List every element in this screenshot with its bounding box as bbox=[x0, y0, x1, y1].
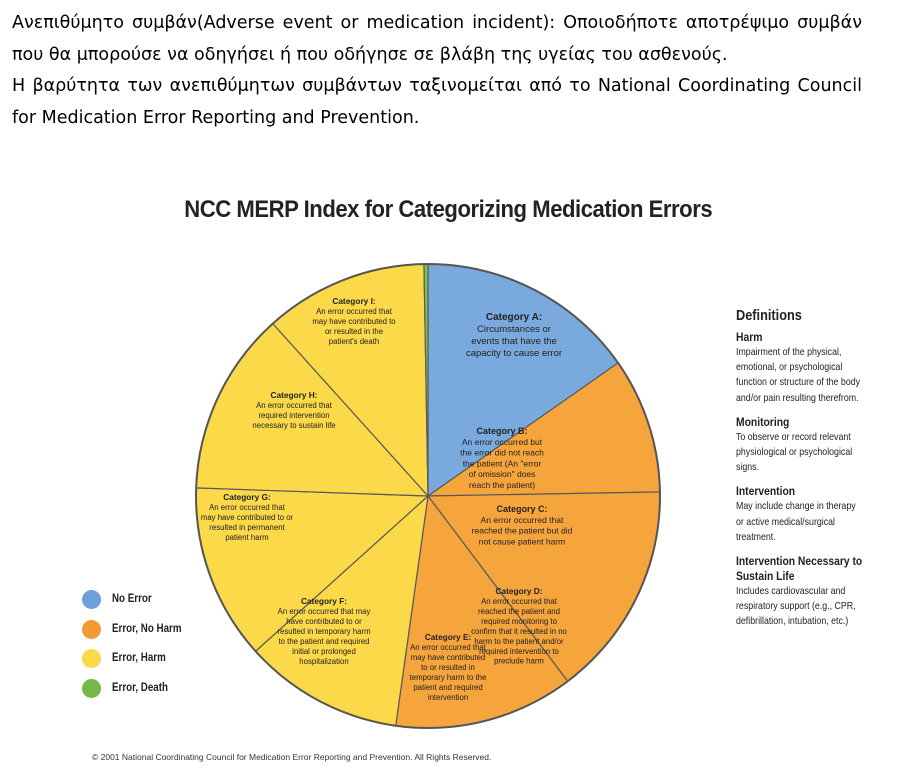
definition-intervention-sustain-life: Intervention Necessary to Sustain Life I… bbox=[736, 554, 866, 630]
definition-term: Monitoring bbox=[736, 414, 790, 429]
category-description-line: have contributed to or bbox=[286, 617, 362, 626]
definition-text: Includes cardiovascular and respiratory … bbox=[736, 585, 856, 628]
category-title: Category G: bbox=[223, 492, 270, 502]
category-title: Category E: bbox=[425, 632, 472, 642]
category-description-line: preclude harm bbox=[494, 657, 544, 666]
category-description-line: An error occurred that bbox=[481, 597, 558, 606]
category-description-line: may have contributed bbox=[411, 653, 486, 662]
category-description-line: reached the patient and bbox=[478, 607, 560, 616]
category-description-line: An error occurred but bbox=[462, 437, 543, 447]
intro-paragraph-2: Η βαρύτητα των ανεπιθύμητων συμβάντων τα… bbox=[12, 76, 862, 128]
category-description-line: not cause patient harm bbox=[479, 536, 565, 546]
category-description-line: intervention bbox=[428, 693, 468, 702]
category-description-line: capacity to cause error bbox=[466, 348, 562, 359]
legend-label: Error, No Harm bbox=[112, 622, 182, 635]
category-description-line: may have contributed to or bbox=[201, 513, 294, 522]
definition-monitoring: Monitoring To observe or record relevant… bbox=[736, 415, 866, 476]
category-description-line: An error occurred that bbox=[481, 515, 564, 525]
category-description-line: resulted in permanent bbox=[209, 523, 285, 532]
category-description-line: to the patient and required bbox=[278, 637, 369, 646]
definition-harm: Harm Impairment of the physical, emotion… bbox=[736, 330, 866, 406]
definitions-heading: Definitions bbox=[736, 307, 802, 324]
legend-label: Error, Harm bbox=[112, 652, 166, 664]
legend-swatch bbox=[82, 649, 101, 668]
category-description-line: or resulted in the bbox=[325, 327, 383, 336]
wheel-outline bbox=[195, 263, 661, 729]
category-description-line: events that have the bbox=[471, 336, 557, 347]
category-description-line: Circumstances or bbox=[477, 324, 551, 335]
category-title: Category C: bbox=[496, 504, 547, 514]
category-description-line: the patient (An "error bbox=[463, 458, 542, 468]
category-description-line: confirm that it resulted in no bbox=[471, 627, 567, 636]
category-description-line: hospitalization bbox=[299, 657, 348, 666]
category-description-line: reach the patient) bbox=[469, 480, 535, 490]
category-description-line: to or resulted in bbox=[421, 663, 475, 672]
category-title: Category B: bbox=[476, 426, 527, 436]
definition-text: Impairment of the physical, emotional, o… bbox=[736, 346, 861, 404]
definition-text: To observe or record relevant physiologi… bbox=[736, 430, 853, 474]
category-title: Category D: bbox=[495, 586, 542, 596]
diagram-title: NCC MERP Index for Categorizing Medicati… bbox=[184, 196, 713, 223]
category-description-line: An error occurred that bbox=[209, 503, 286, 512]
definition-text: May include change in therapy or active … bbox=[736, 500, 856, 543]
category-description-line: An error occurred that bbox=[256, 401, 333, 410]
legend-swatch bbox=[82, 590, 101, 609]
definitions-panel: Definitions Harm Impairment of the physi… bbox=[736, 307, 866, 639]
intro-paragraph-1: Ανεπιθύμητο συμβάν(Adverse event or medi… bbox=[12, 13, 862, 65]
legend-swatch bbox=[82, 678, 101, 698]
category-description-line: reached the patient but did bbox=[472, 526, 573, 536]
category-description-line: required intervention bbox=[258, 411, 329, 420]
category-title: Category I: bbox=[332, 296, 375, 306]
definition-term: Intervention Necessary to Sustain Life bbox=[736, 554, 863, 584]
category-title: Category A: bbox=[486, 312, 542, 323]
definition-intervention: Intervention May include change in thera… bbox=[736, 484, 866, 545]
category-title: Category F: bbox=[301, 596, 347, 606]
definition-term: Intervention bbox=[736, 484, 796, 499]
category-description-line: harm to the patient and/or bbox=[474, 637, 564, 646]
definition-term: Harm bbox=[736, 330, 763, 344]
category-description-line: required monitoring to bbox=[481, 617, 558, 626]
intro-text: Ανεπιθύμητο συμβάν(Adverse event or medi… bbox=[12, 8, 862, 134]
category-description-line: An error occurred that bbox=[316, 307, 393, 316]
category-description-line: the error did not reach bbox=[460, 448, 544, 458]
legend-label: No Error bbox=[112, 593, 152, 605]
category-description-line: may have contributed to bbox=[312, 317, 396, 326]
category-description-line: temporary harm to the bbox=[410, 673, 487, 682]
category-description-line: initial or prolonged bbox=[292, 647, 356, 656]
copyright-notice: © 2001 National Coordinating Council for… bbox=[92, 752, 492, 762]
category-description-line: required intervention to bbox=[479, 647, 559, 656]
category-description-line: patient's death bbox=[329, 337, 379, 346]
category-description-line: An error occurred that may bbox=[278, 607, 371, 616]
category-description-line: An error occurred that bbox=[410, 643, 487, 652]
category-description-line: patient and required bbox=[413, 683, 482, 692]
category-description-line: of omission" does bbox=[469, 469, 536, 479]
category-description-line: necessary to sustain life bbox=[252, 421, 335, 430]
category-description-line: patient harm bbox=[225, 533, 268, 542]
category-description-line: resulted in temporary harm bbox=[277, 627, 370, 636]
legend-swatch bbox=[82, 619, 101, 639]
category-title: Category H: bbox=[270, 390, 317, 400]
legend-label: Error, Death bbox=[112, 681, 168, 694]
